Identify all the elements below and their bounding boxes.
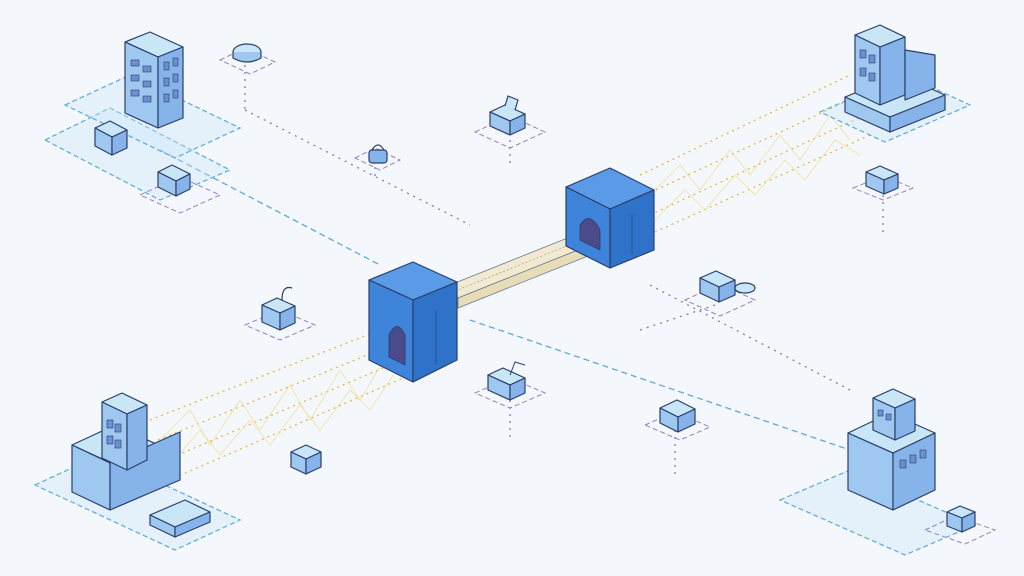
office-cluster-top-left (43, 31, 242, 201)
link-line-blue (159, 149, 381, 266)
link-line-purple (639, 304, 716, 331)
devices (138, 43, 997, 545)
link-line-purple (244, 109, 471, 226)
server-icon (138, 164, 222, 214)
data-beam-right (639, 74, 871, 233)
link-line-blue (469, 319, 851, 451)
gateway-tower-right (565, 167, 655, 269)
printer-icon (643, 399, 712, 441)
office-building-top-right (818, 24, 972, 143)
document-stack-icon (473, 361, 547, 409)
terminal-icon (923, 505, 997, 545)
cloud-box-icon (683, 270, 757, 317)
office-building-bottom-right (778, 388, 977, 556)
office-building-bottom-left (33, 392, 242, 551)
antenna-box-icon (243, 286, 317, 341)
cube-icon (290, 444, 322, 475)
router-icon (218, 43, 277, 75)
storage-icon (851, 165, 915, 201)
gateway-tower-left (368, 261, 458, 383)
connection-lines (159, 65, 884, 475)
link-line-purple (649, 284, 851, 391)
data-beam-left (149, 329, 411, 479)
lock-icon (353, 144, 402, 171)
package-icon (473, 95, 547, 149)
